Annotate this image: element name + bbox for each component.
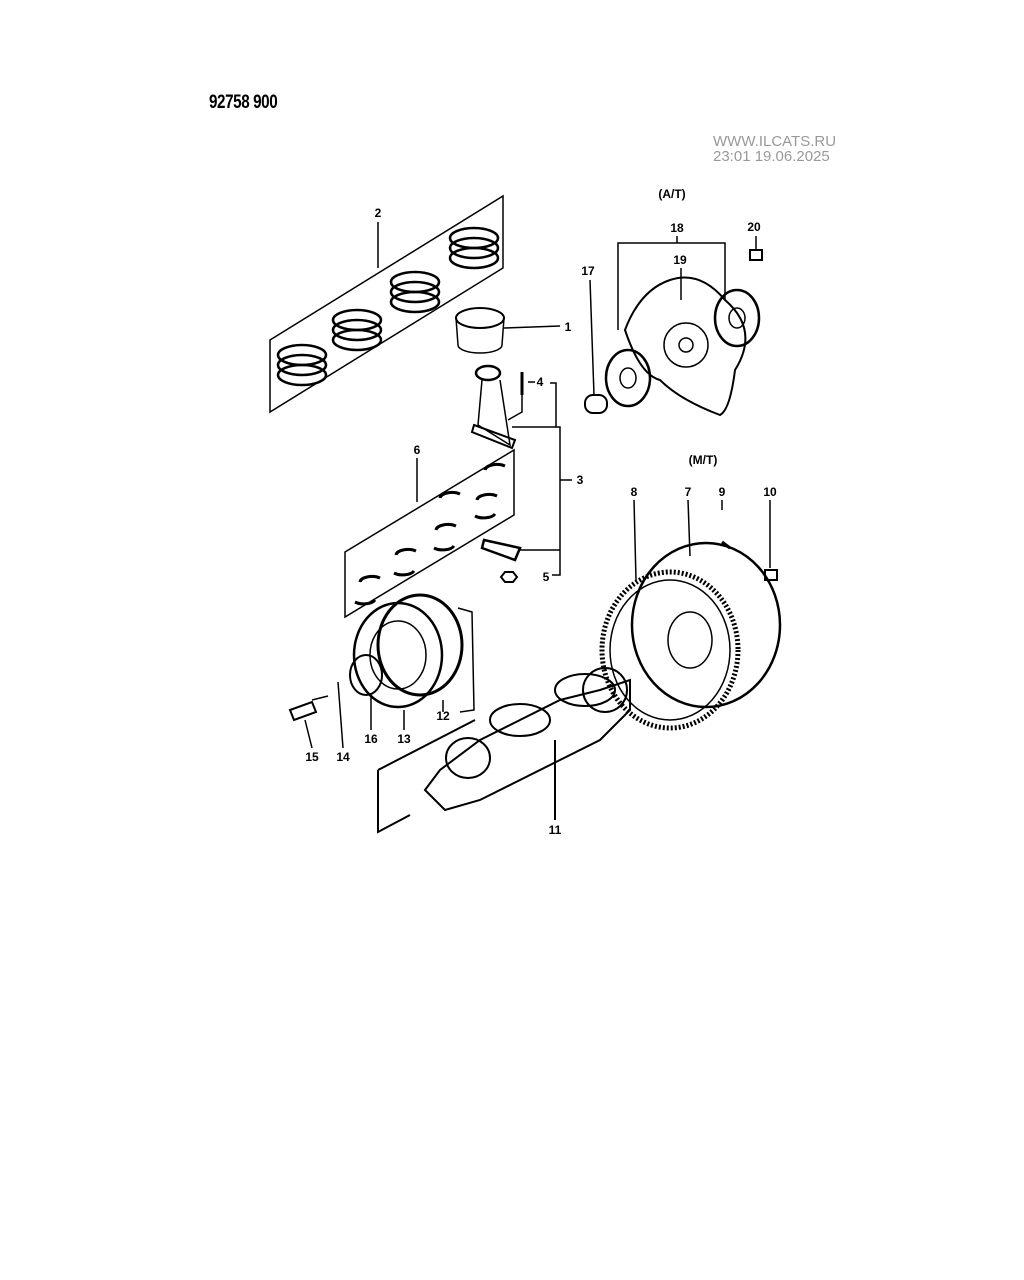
crankshaft-pulley <box>288 593 475 749</box>
callout-11[interactable]: 11 <box>548 823 562 837</box>
callout-20[interactable]: 20 <box>747 220 761 234</box>
callout-9[interactable]: 9 <box>718 485 726 499</box>
callout-8[interactable]: 8 <box>630 485 638 499</box>
catalog-code: 92758 900 <box>209 92 278 113</box>
callout-14[interactable]: 14 <box>336 750 350 764</box>
watermark-timestamp: 23:01 19.06.2025 <box>713 148 830 165</box>
piston-ring-sets <box>276 226 500 387</box>
callout-2[interactable]: 2 <box>374 206 382 220</box>
callout-19[interactable]: 19 <box>673 253 687 267</box>
drive-plate <box>584 236 763 417</box>
callout-18[interactable]: 18 <box>670 221 684 235</box>
callout-4[interactable]: 4 <box>536 375 544 389</box>
manual-transmission-label: (M/T) <box>688 453 718 467</box>
callout-7[interactable]: 7 <box>684 485 692 499</box>
flywheel <box>599 499 782 731</box>
bearing-shells <box>354 462 506 606</box>
piston <box>455 307 561 354</box>
callout-6[interactable]: 6 <box>413 443 421 457</box>
callout-13[interactable]: 13 <box>397 732 411 746</box>
piston-rings-group-box <box>269 194 504 414</box>
callout-3[interactable]: 3 <box>576 473 584 487</box>
watermark-site: WWW.ILCATS.RU <box>713 133 837 150</box>
callout-15[interactable]: 15 <box>305 750 319 764</box>
callout-12[interactable]: 12 <box>436 709 450 723</box>
connecting-rod <box>470 364 572 583</box>
callout-10[interactable]: 10 <box>763 485 777 499</box>
callout-1[interactable]: 1 <box>564 320 572 334</box>
bearings-group-box <box>344 448 515 619</box>
callout-16[interactable]: 16 <box>364 732 378 746</box>
callout-17[interactable]: 17 <box>581 264 595 278</box>
automatic-transmission-label: (A/T) <box>658 187 686 201</box>
callout-5[interactable]: 5 <box>542 570 550 584</box>
crankshaft <box>377 667 631 834</box>
